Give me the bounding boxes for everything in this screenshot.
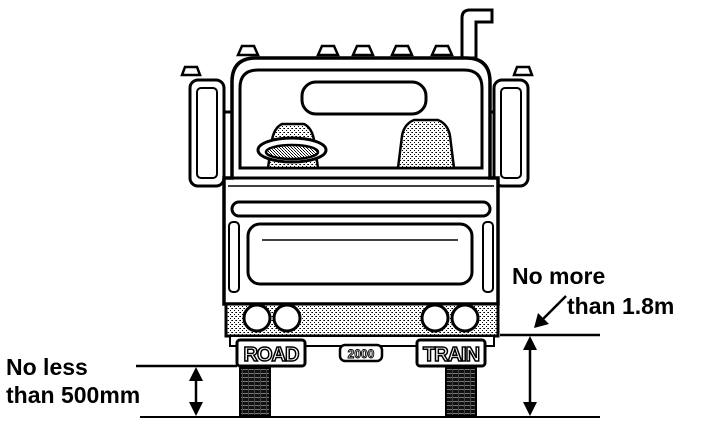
side-mirrors (188, 78, 530, 188)
plate-center: 2000 (338, 343, 384, 363)
max-height-label-line1: No more (512, 263, 606, 289)
sun-visor (300, 80, 428, 116)
plate-road: ROAD (235, 338, 307, 368)
exhaust-stack (460, 8, 494, 60)
left-tyre (239, 367, 271, 417)
grille-panel (246, 222, 474, 286)
grille-bar (230, 200, 492, 218)
plate-train: TRAIN (415, 338, 487, 368)
headlights (242, 303, 480, 333)
pointer-arrow (534, 295, 567, 328)
plate-train-text: TRAIN (423, 344, 480, 366)
max-height-dimension (500, 333, 600, 416)
min-height-label-line1: No less (6, 354, 88, 380)
plate-center-text: 2000 (348, 347, 375, 361)
min-height-dimension (136, 364, 237, 416)
min-height-label-line2: than 500mm (6, 382, 141, 408)
driver-figure (256, 122, 328, 170)
passenger-figure (396, 118, 456, 170)
roof-marker-lights (180, 44, 534, 77)
right-tyre (445, 367, 477, 417)
max-height-label-line2: than 1.8m (567, 293, 675, 319)
plate-road-text: ROAD (244, 344, 299, 366)
